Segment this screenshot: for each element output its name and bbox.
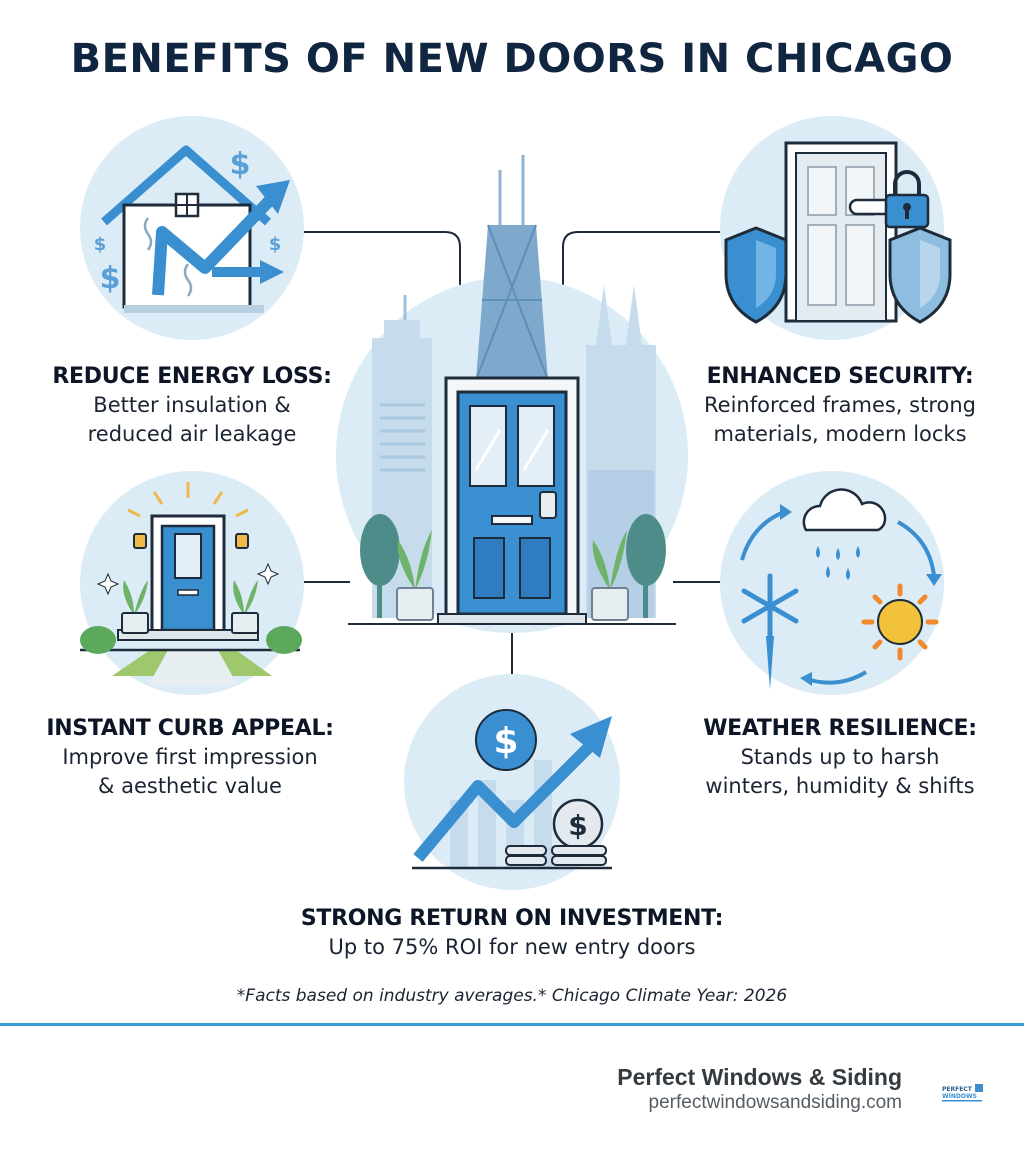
door-lock-shield-icon: [720, 116, 952, 340]
svg-text:PERFECT: PERFECT: [942, 1086, 973, 1093]
benefit-security-heading: ENHANCED SECURITY:: [706, 364, 974, 389]
benefit-energy-heading: REDUCE ENERGY LOSS:: [52, 364, 332, 389]
benefit-curb-line-1: Improve first impression: [62, 745, 318, 769]
front-door-icon: [80, 471, 304, 695]
house-energy-icon: $ $ $ $: [80, 116, 304, 340]
benefit-weather-line-1: Stands up to harsh: [740, 745, 940, 769]
benefit-energy-line-2: reduced air leakage: [87, 422, 297, 446]
svg-text:WINDOWS: WINDOWS: [942, 1093, 977, 1100]
connector-lines: [302, 231, 722, 680]
benefit-curb-heading: INSTANT CURB APPEAL:: [46, 716, 334, 741]
roi-growth-icon: $ $: [404, 674, 620, 890]
svg-text:$: $: [568, 809, 587, 842]
brand-block: Perfect Windows & Siding perfectwindowsa…: [617, 1064, 902, 1114]
benefit-curb-appeal: INSTANT CURB APPEAL: Improve first impre…: [20, 716, 360, 801]
page-title: BENEFITS OF NEW DOORS IN CHICAGO: [70, 36, 954, 82]
svg-text:$: $: [100, 261, 121, 296]
footnote: *Facts based on industry averages.* Chic…: [236, 986, 788, 1006]
benefit-security: ENHANCED SECURITY: Reinforced frames, st…: [670, 364, 1010, 449]
benefit-energy-description: Better insulation & reduced air leakage: [22, 391, 362, 449]
benefit-energy-line-1: Better insulation &: [93, 393, 291, 417]
benefit-energy: REDUCE ENERGY LOSS: Better insulation & …: [22, 364, 362, 449]
brand-name: Perfect Windows & Siding: [617, 1064, 902, 1090]
chicago-skyline-door-icon: [336, 155, 688, 633]
weather-cycle-icon: [720, 471, 944, 695]
benefit-roi-line-1: Up to 75% ROI for new entry doors: [328, 935, 696, 959]
benefit-security-line-2: materials, modern locks: [713, 422, 967, 446]
svg-text:$: $: [269, 234, 282, 255]
benefit-roi-heading: STRONG RETURN ON INVESTMENT:: [300, 906, 724, 931]
benefit-weather-description: Stands up to harsh winters, humidity & s…: [670, 743, 1010, 801]
svg-text:$: $: [94, 234, 107, 255]
benefit-security-line-1: Reinforced frames, strong: [704, 393, 976, 417]
benefit-curb-description: Improve first impression & aesthetic val…: [20, 743, 360, 801]
benefit-roi-description: Up to 75% ROI for new entry doors: [212, 933, 812, 962]
footer-divider: [0, 1023, 1024, 1026]
benefit-roi: STRONG RETURN ON INVESTMENT: Up to 75% R…: [212, 906, 812, 962]
benefit-weather: WEATHER RESILIENCE: Stands up to harsh w…: [670, 716, 1010, 801]
benefit-security-description: Reinforced frames, strong materials, mod…: [670, 391, 1010, 449]
svg-text:$: $: [230, 147, 251, 182]
benefit-weather-line-2: winters, humidity & shifts: [705, 774, 975, 798]
brand-url[interactable]: perfectwindowsandsiding.com: [648, 1092, 902, 1113]
benefit-curb-line-2: & aesthetic value: [98, 774, 282, 798]
svg-text:$: $: [493, 721, 518, 762]
benefit-weather-heading: WEATHER RESILIENCE:: [703, 716, 977, 741]
brand-logo-icon: PERFECT WINDOWS: [942, 1084, 983, 1102]
